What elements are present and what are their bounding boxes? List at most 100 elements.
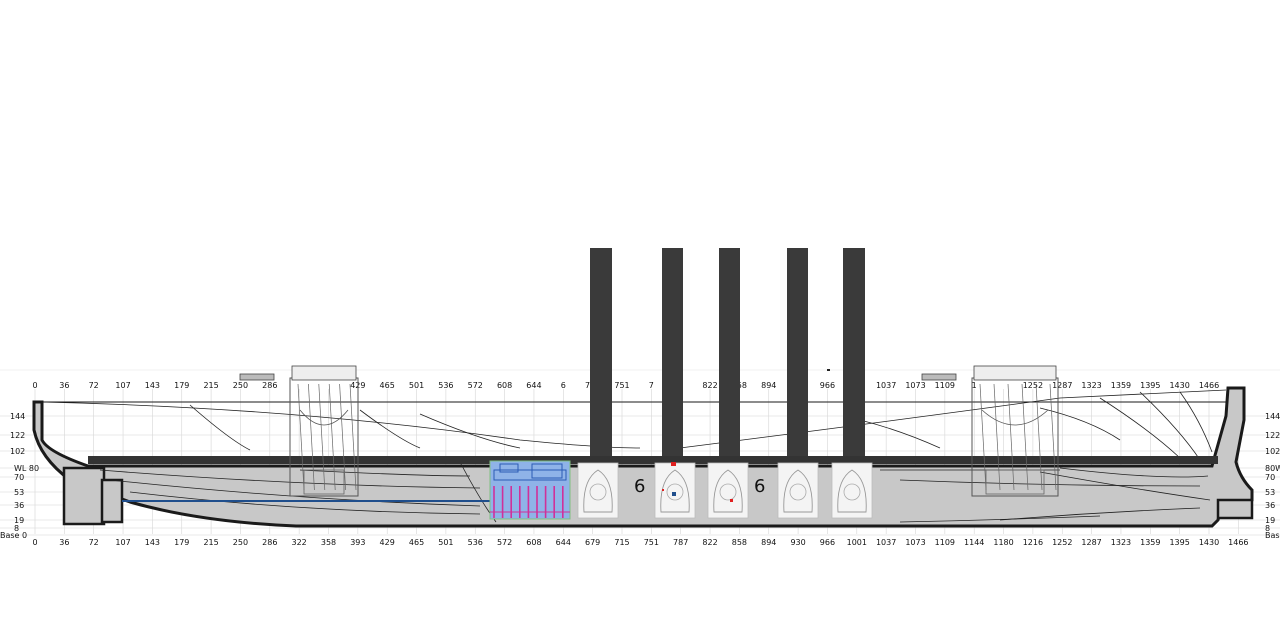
bottom-frame-label: 536 bbox=[468, 538, 483, 547]
body-line bbox=[1179, 391, 1213, 453]
left-height-label: 122 bbox=[10, 431, 25, 440]
bottom-frame-label: 1287 bbox=[1081, 538, 1101, 547]
right-height-label: 36 bbox=[1265, 501, 1275, 510]
marker-dark-dot bbox=[827, 369, 830, 371]
turret-hoist bbox=[1021, 383, 1029, 491]
top-frame-label: 72 bbox=[89, 381, 99, 390]
body-line bbox=[899, 479, 1201, 487]
turret-hoist bbox=[328, 383, 336, 491]
top-frame-label: 1037 bbox=[876, 381, 896, 390]
turret-hoist bbox=[1035, 383, 1043, 491]
right-height-label: 19 bbox=[1265, 516, 1275, 525]
top-frame-label: 608 bbox=[497, 381, 512, 390]
upper-deck-band bbox=[88, 456, 1218, 464]
marker-blue bbox=[672, 492, 676, 496]
stern-rudder bbox=[62, 466, 106, 526]
turret-roof bbox=[291, 365, 357, 381]
right-height-label: 70 bbox=[1265, 473, 1275, 482]
top-frame-label: 501 bbox=[409, 381, 424, 390]
left-height-label: 102 bbox=[10, 447, 25, 456]
engine-cylinders bbox=[490, 463, 570, 518]
body-line bbox=[1059, 467, 1209, 478]
top-frame-label: 966 bbox=[820, 381, 835, 390]
top-frame-label: 1323 bbox=[1081, 381, 1101, 390]
bottom-frame-label: 501 bbox=[438, 538, 453, 547]
engine-room bbox=[489, 460, 571, 520]
bottom-frame-label: 358 bbox=[321, 538, 336, 547]
boiler-outline bbox=[583, 469, 613, 513]
bottom-frame-label: 930 bbox=[790, 538, 805, 547]
boiler-outline bbox=[713, 469, 743, 513]
body-line bbox=[899, 515, 1101, 523]
top-frame-label: 1395 bbox=[1140, 381, 1160, 390]
top-frame-label: 1430 bbox=[1169, 381, 1189, 390]
body-line bbox=[299, 469, 471, 477]
engine-frame bbox=[493, 469, 567, 481]
bottom-frame-label: 143 bbox=[145, 538, 160, 547]
sheer-line bbox=[679, 389, 1227, 449]
bottom-frame-label: 644 bbox=[556, 538, 571, 547]
turret-base bbox=[303, 469, 345, 495]
bottom-frame-label: 286 bbox=[262, 538, 277, 547]
top-frame-label: 250 bbox=[233, 381, 248, 390]
left-height-label: 8 bbox=[14, 524, 19, 533]
turret bbox=[921, 365, 1059, 497]
hull-body bbox=[34, 388, 1252, 526]
left-height-label: 144 bbox=[10, 412, 25, 421]
turret-hoist bbox=[1007, 383, 1015, 491]
top-frame-label: 822 bbox=[702, 381, 717, 390]
funnel bbox=[843, 248, 865, 456]
boiler-drum bbox=[589, 483, 607, 501]
bottom-frame-label: 1395 bbox=[1169, 538, 1189, 547]
right-height-label: 80WL bbox=[1265, 464, 1280, 473]
top-frame-label: 1359 bbox=[1111, 381, 1131, 390]
turret-hoist bbox=[318, 383, 326, 491]
bottom-frame-label: 322 bbox=[292, 538, 307, 547]
boiler bbox=[654, 462, 696, 519]
gun-barrel bbox=[921, 373, 957, 381]
engine-frame bbox=[499, 463, 519, 473]
body-line bbox=[359, 409, 421, 449]
turret-hoist bbox=[349, 383, 357, 491]
boiler-drum bbox=[789, 483, 807, 501]
left-height-label: Base 0 bbox=[0, 531, 27, 540]
turret-base bbox=[985, 469, 1045, 495]
right-height-label: 102 bbox=[1265, 447, 1280, 456]
gun-turrets bbox=[239, 365, 1059, 497]
top-frame-label: 751 bbox=[614, 381, 629, 390]
top-frame-label: 107 bbox=[115, 381, 130, 390]
top-frame-label: 215 bbox=[203, 381, 218, 390]
bottom-frame-label: 107 bbox=[115, 538, 130, 547]
turret-hoist bbox=[308, 383, 315, 491]
top-frame-label: 644 bbox=[526, 381, 541, 390]
boiler-drum bbox=[843, 483, 861, 501]
bottom-frame-label: 393 bbox=[350, 538, 365, 547]
top-frame-label: 572 bbox=[468, 381, 483, 390]
right-height-label: Base bbox=[1265, 531, 1280, 540]
bottom-frame-label: 429 bbox=[380, 538, 395, 547]
top-frame-label: 0 bbox=[32, 381, 37, 390]
bottom-frame-label: 572 bbox=[497, 538, 512, 547]
boiler-room-mark-aft: 6 bbox=[634, 476, 645, 497]
bottom-frame-label: 1466 bbox=[1228, 538, 1248, 547]
body-line bbox=[1099, 397, 1181, 459]
funnel bbox=[787, 248, 808, 456]
top-frame-label: 143 bbox=[145, 381, 160, 390]
turret-hoist bbox=[993, 383, 1001, 491]
top-frame-label: 1466 bbox=[1199, 381, 1219, 390]
top-frame-label: 1252 bbox=[1023, 381, 1043, 390]
turret-mechanism bbox=[299, 409, 349, 426]
left-height-label: WL 80 bbox=[14, 464, 39, 473]
right-height-label: 122 bbox=[1265, 431, 1280, 440]
top-frame-label: 1287 bbox=[1052, 381, 1072, 390]
boiler bbox=[831, 462, 873, 519]
marker-red-right bbox=[730, 499, 733, 502]
top-frame-label: 36 bbox=[59, 381, 69, 390]
body-line bbox=[1139, 391, 1201, 461]
body-line bbox=[1039, 407, 1121, 441]
